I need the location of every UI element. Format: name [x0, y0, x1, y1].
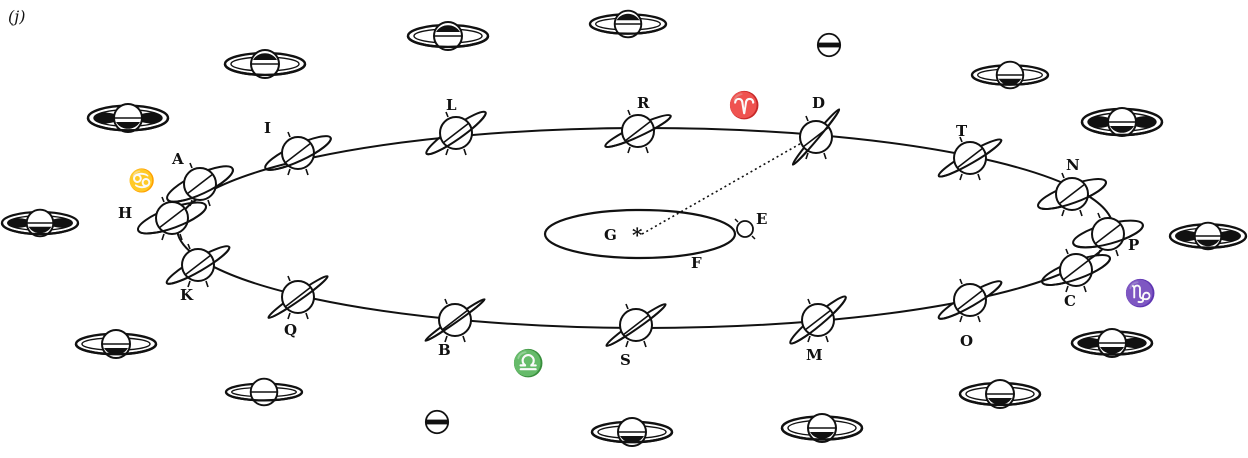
view-bottom-2	[424, 409, 450, 435]
view-left-4	[74, 329, 158, 359]
saturn-position-q	[267, 275, 329, 320]
view-bottom-1	[224, 377, 304, 407]
saturn-label-d: D	[812, 94, 825, 112]
saturn-position-m	[789, 295, 847, 345]
saturn-label-n: N	[1066, 156, 1080, 174]
saturn-label-l: L	[446, 96, 457, 114]
view-bottom-3	[590, 417, 674, 447]
saturn-label-k: K	[180, 286, 194, 304]
saturn-position-c	[1041, 248, 1111, 293]
aries-symbol: ♈	[728, 90, 760, 121]
view-bottom-4	[780, 413, 864, 443]
view-right-2	[1070, 328, 1154, 358]
saturn-position-l	[425, 110, 487, 156]
saturn-position-n	[1037, 172, 1107, 217]
saturn-label-m: M	[806, 346, 823, 364]
saturn-label-p: P	[1128, 236, 1139, 254]
saturn-label-a: A	[171, 150, 184, 168]
saturn-label-o: O	[960, 332, 973, 350]
view-top-4	[970, 60, 1050, 90]
saturn-position-h	[137, 196, 207, 241]
view-top-3	[816, 32, 842, 58]
view-right-1	[958, 379, 1042, 409]
outer-views-group	[0, 9, 1248, 447]
saturn-label-s: S	[620, 351, 631, 369]
view-top-1	[406, 21, 490, 51]
saturn-position-d	[791, 108, 841, 166]
saturn-position-p	[1072, 212, 1144, 257]
capricorn-symbol: ♑	[1124, 278, 1156, 309]
saturn-label-r: R	[637, 94, 650, 112]
saturn-label-c: C	[1064, 292, 1076, 310]
sun-label: G	[604, 226, 617, 244]
saturn-position-b	[424, 298, 486, 343]
line-of-sight	[641, 136, 813, 235]
cancer-symbol: ♋	[128, 168, 155, 194]
saturn-label-h: H	[118, 204, 132, 222]
saturn-label-t: T	[956, 122, 968, 140]
orbit-saturn-group: A H K I L R D T N P C O M S B Q	[118, 94, 1144, 369]
view-left-2	[86, 103, 170, 133]
saturn-label-i: I	[264, 119, 271, 137]
view-right-3	[1168, 221, 1248, 251]
panel-label: (j)	[8, 7, 25, 26]
view-left-1	[223, 49, 307, 79]
earth-label: E	[756, 210, 767, 228]
saturn-position-k	[165, 243, 231, 288]
earth-orbit	[543, 208, 737, 260]
saturn-position-r	[604, 109, 672, 154]
saturn-position-s	[605, 303, 667, 348]
saturn-position-a	[166, 162, 234, 207]
view-right-4	[1080, 107, 1164, 137]
saturn-label-b: B	[438, 341, 451, 359]
earth-orbit-point-label: F	[691, 254, 702, 272]
earth	[734, 218, 756, 240]
saturn-position-o	[937, 278, 1003, 323]
view-left-3	[0, 208, 80, 238]
sun-star: *	[632, 223, 643, 247]
view-top-2	[588, 9, 668, 39]
libra-symbol: ♎	[512, 348, 544, 379]
saturn-label-q: Q	[284, 321, 297, 339]
saturn-position-t	[937, 136, 1003, 181]
saturn-position-i	[264, 131, 332, 176]
